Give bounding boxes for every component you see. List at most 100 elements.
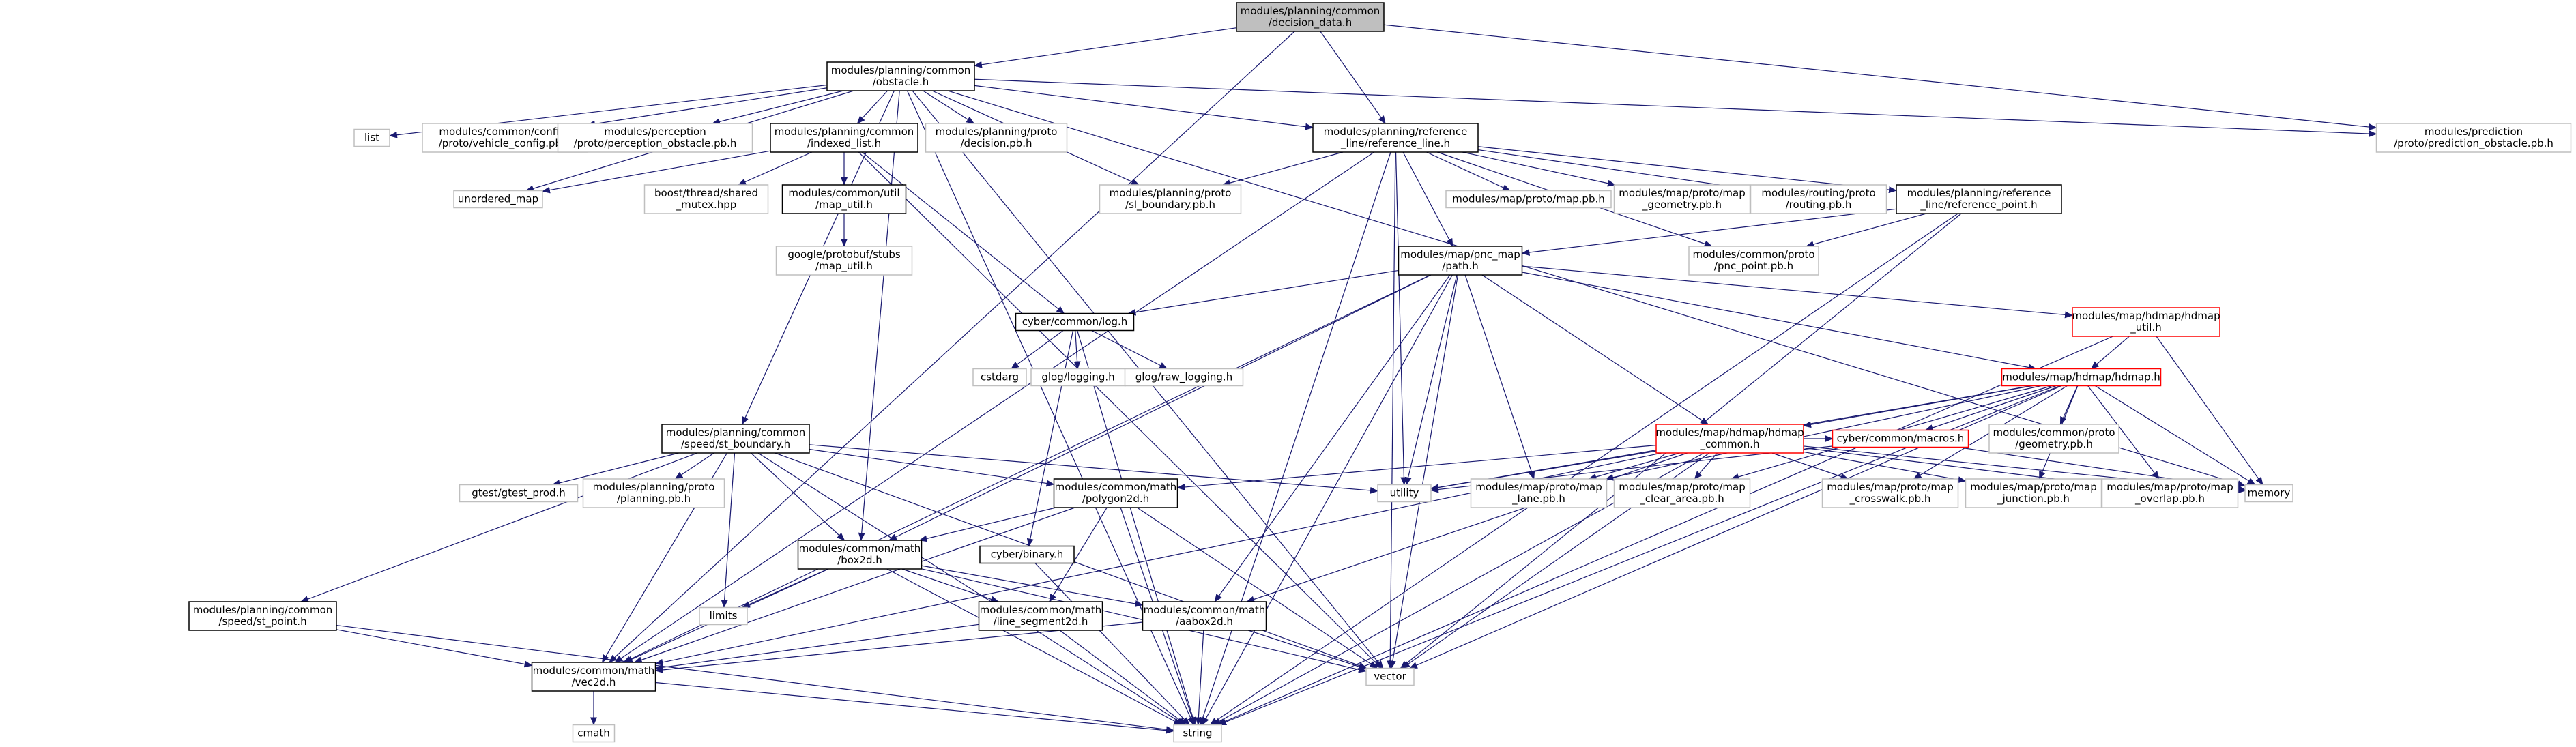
edge-st-boundary-to-gtest-prod <box>551 452 679 486</box>
node-reference-point[interactable]: modules/planning/reference_line/referenc… <box>1896 184 2062 214</box>
node-label: glog/raw_logging.h <box>1135 371 1232 384</box>
node-hdmap-common[interactable]: modules/map/hdmap/hdmap_common.h <box>1655 424 1804 454</box>
node-label: glog/logging.h <box>1041 371 1114 383</box>
node-routing-pb[interactable]: modules/routing/proto/routing.pb.h <box>1750 184 1887 214</box>
node-sl-boundary[interactable]: modules/planning/proto/sl_boundary.pb.h <box>1099 184 1242 214</box>
edge-reference-line-to-vector <box>1387 151 1396 669</box>
node-box2d[interactable]: modules/common/math/box2d.h <box>797 540 923 570</box>
edge-line-segment2d-to-vec2d <box>654 624 979 671</box>
node-stubs-map-util[interactable]: google/protobuf/stubs/map_util.h <box>775 246 913 276</box>
node-cstdarg[interactable]: cstdarg <box>972 368 1027 387</box>
node-map-util[interactable]: modules/common/util/map_util.h <box>781 184 907 214</box>
node-aabox2d[interactable]: modules/common/math/aabox2d.h <box>1142 601 1267 631</box>
node-box <box>459 484 579 503</box>
node-label: _common.h <box>1699 438 1759 451</box>
node-label: /geometry.pb.h <box>2015 438 2093 450</box>
edge-pnc-map-path-to-vec2d <box>622 274 1431 663</box>
edge-hdmap-util-to-hdmap <box>2090 336 2130 370</box>
node-label: /path.h <box>1442 260 1478 272</box>
edge-aabox2d-to-string <box>1195 630 1204 726</box>
node-log[interactable]: cyber/common/log.h <box>1015 312 1135 332</box>
edge-hdmap-common-to-lane-pb <box>1588 452 1680 480</box>
node-prediction-obstacle[interactable]: modules/prediction/proto/prediction_obst… <box>2375 123 2572 153</box>
edge-reference-line-to-vec2d <box>614 151 1375 663</box>
node-label: modules/planning/common <box>775 126 914 138</box>
node-box <box>1236 2 1385 32</box>
edge-box2d-to-line-segment2d <box>901 568 1000 603</box>
node-vector[interactable]: vector <box>1365 667 1415 686</box>
node-label: modules/common/math <box>799 542 921 555</box>
edge-pnc-map-path-to-string <box>1202 274 1453 726</box>
node-memory[interactable]: memory <box>2244 484 2293 503</box>
node-lane-pb[interactable]: modules/map/proto/map_lane.pb.h <box>1470 478 1608 508</box>
node-label: modules/map/proto/map <box>1619 481 1745 493</box>
node-label: modules/common/math <box>1144 604 1266 616</box>
node-shared-mutex[interactable]: boost/thread/shared_mutex.hpp <box>643 184 769 214</box>
node-st-point[interactable]: modules/planning/common/speed/st_point.h <box>188 601 337 631</box>
node-pnc-point[interactable]: modules/common/proto/pnc_point.pb.h <box>1688 246 1819 276</box>
node-label: modules/common/proto <box>1993 426 2115 439</box>
node-limits[interactable]: limits <box>699 606 748 626</box>
node-label: _line/reference_point.h <box>1920 199 2037 211</box>
node-label: cyber/common/macros.h <box>1837 433 1965 445</box>
node-map-pb[interactable]: modules/map/proto/map.pb.h <box>1445 190 1612 209</box>
node-string[interactable]: string <box>1173 724 1222 743</box>
node-hdmap-util[interactable]: modules/map/hdmap/hdmap_util.h <box>2072 307 2220 337</box>
node-label: cyber/binary.h <box>991 548 1064 561</box>
node-crosswalk-pb[interactable]: modules/map/proto/map_crosswalk.pb.h <box>1821 478 1959 508</box>
edge-pnc-map-path-to-utility <box>1404 274 1458 486</box>
node-line-segment2d[interactable]: modules/common/math/line_segment2d.h <box>978 601 1103 631</box>
node-raw-logging[interactable]: glog/raw_logging.h <box>1124 368 1244 387</box>
node-obstacle[interactable]: modules/planning/common/obstacle.h <box>826 61 975 91</box>
edge-reference-point-to-pnc-map-path <box>1521 208 1897 256</box>
node-vec2d[interactable]: modules/common/math/vec2d.h <box>531 662 656 692</box>
node-label: modules/map/proto/map.pb.h <box>1452 193 1605 205</box>
node-glog-logging[interactable]: glog/logging.h <box>1030 368 1126 387</box>
node-label: modules/common/util <box>788 187 899 199</box>
node-utility[interactable]: utility <box>1377 484 1432 503</box>
node-box <box>1312 123 1479 153</box>
edge-st-boundary-to-limits <box>721 452 736 609</box>
edge-reference-line-to-string <box>1199 151 1391 726</box>
node-box <box>1613 478 1751 508</box>
node-box <box>1988 424 2119 454</box>
node-box <box>572 724 616 743</box>
node-label: modules/planning/common <box>666 426 806 439</box>
node-perception-obstacle[interactable]: modules/perception/proto/perception_obst… <box>557 123 753 153</box>
node-reference-line[interactable]: modules/planning/reference_line/referenc… <box>1312 123 1479 153</box>
node-box <box>1398 246 1523 276</box>
node-junction-pb[interactable]: modules/map/proto/map_junction.pb.h <box>1965 478 2102 508</box>
edge-pnc-map-path-to-hdmap <box>1522 272 2037 371</box>
node-list[interactable]: list <box>353 128 390 147</box>
node-label: modules/map/hdmap/hdmap <box>2072 310 2220 322</box>
node-hdmap[interactable]: modules/map/hdmap/hdmap.h <box>2001 368 2162 387</box>
node-decision-data[interactable]: modules/planning/common/decision_data.h <box>1236 2 1385 32</box>
node-unordered-map[interactable]: unordered_map <box>453 190 543 209</box>
node-gtest-prod[interactable]: gtest/gtest_prod.h <box>459 484 579 503</box>
node-binary[interactable]: cyber/binary.h <box>979 545 1075 564</box>
node-geometry-pb[interactable]: modules/common/proto/geometry.pb.h <box>1988 424 2119 454</box>
node-label: boost/thread/shared <box>654 187 758 199</box>
node-cmath[interactable]: cmath <box>572 724 616 743</box>
node-st-boundary[interactable]: modules/planning/common/speed/st_boundar… <box>661 424 810 454</box>
node-label: /speed/st_point.h <box>218 615 306 628</box>
node-label: modules/common/configs <box>439 126 570 138</box>
node-box <box>1832 429 1969 448</box>
node-planning-pb[interactable]: modules/planning/proto/planning.pb.h <box>582 478 725 508</box>
node-label: modules/planning/reference <box>1907 187 2051 199</box>
edge-obstacle-to-perception-obstacle <box>712 90 844 126</box>
node-map-geometry[interactable]: modules/map/proto/map_geometry.pb.h <box>1613 184 1751 214</box>
node-box <box>2244 484 2293 503</box>
node-label: /decision.pb.h <box>961 137 1032 149</box>
node-macros[interactable]: cyber/common/macros.h <box>1832 429 1969 448</box>
node-indexed-list[interactable]: modules/planning/common/indexed_list.h <box>770 123 918 153</box>
edge-polygon2d-to-vector <box>1137 507 1378 669</box>
node-label: vector <box>1374 671 1406 683</box>
node-clear-area-pb[interactable]: modules/map/proto/map_clear_area.pb.h <box>1613 478 1751 508</box>
node-decision-pb[interactable]: modules/planning/proto/decision.pb.h <box>925 123 1068 153</box>
node-overlap-pb[interactable]: modules/map/proto/map_overlap.pb.h <box>2101 478 2239 508</box>
node-pnc-map-path[interactable]: modules/map/pnc_map/path.h <box>1398 246 1523 276</box>
node-polygon2d[interactable]: modules/common/math/polygon2d.h <box>1053 478 1178 508</box>
node-label: /line_segment2d.h <box>994 615 1088 628</box>
node-box <box>1613 184 1751 214</box>
